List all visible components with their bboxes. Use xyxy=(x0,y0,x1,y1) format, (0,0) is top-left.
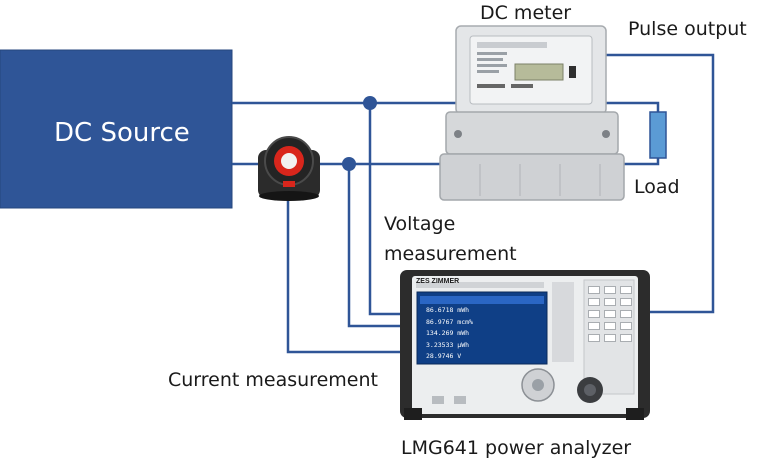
pulse-output-label: Pulse output xyxy=(628,18,747,40)
keypad-key xyxy=(588,310,600,318)
keypad-key xyxy=(620,334,632,342)
junction-dot-positive xyxy=(363,96,377,110)
load-label: Load xyxy=(634,176,680,198)
current-clamp xyxy=(258,136,320,201)
power-analyzer-label: LMG641 power analyzer xyxy=(401,437,632,459)
screen-reading: 28.9746 V xyxy=(426,352,462,360)
voltage-label-line2: measurement xyxy=(384,243,517,265)
dc-source-label: DC Source xyxy=(54,118,190,148)
keypad-key xyxy=(588,322,600,330)
negative-wire xyxy=(232,158,660,166)
keypad-key xyxy=(620,298,632,306)
analyzer-brand: ZES ZIMMER xyxy=(416,278,460,285)
analyzer-keypad xyxy=(588,286,632,342)
junction-dot-negative xyxy=(342,157,356,171)
current-lead xyxy=(286,196,402,354)
keypad-key xyxy=(620,322,632,330)
screen-reading: 134.269 mWh xyxy=(426,329,470,337)
keypad-key xyxy=(588,334,600,342)
voltage-lead-1 xyxy=(368,103,402,316)
keypad-key xyxy=(604,310,616,318)
voltage-measurement-label: Voltage measurement xyxy=(384,209,517,269)
screen-reading: 3.23533 µWh xyxy=(426,340,470,349)
voltage-label-line1: Voltage xyxy=(384,213,456,235)
screen-reading: 86.6718 mWh xyxy=(426,306,470,314)
keypad-key xyxy=(620,286,632,294)
keypad-key xyxy=(604,298,616,306)
keypad-key xyxy=(604,322,616,330)
screen-reading: 86.9767 mcm% xyxy=(426,317,473,326)
analyzer-screen-readings: 86.6718 mWh 86.9767 mcm% 134.269 mWh 3.2… xyxy=(426,305,544,363)
keypad-key xyxy=(588,298,600,306)
current-measurement-label: Current measurement xyxy=(168,369,378,391)
keypad-key xyxy=(620,310,632,318)
keypad-key xyxy=(588,286,600,294)
keypad-key xyxy=(604,286,616,294)
keypad-key xyxy=(604,334,616,342)
dc-meter-device xyxy=(439,25,625,201)
pulse-wire xyxy=(538,53,715,314)
dc-source-box xyxy=(0,49,233,209)
load-resistor xyxy=(649,111,667,159)
voltage-lead-2 xyxy=(347,164,402,328)
dc-meter-label: DC meter xyxy=(480,2,572,24)
